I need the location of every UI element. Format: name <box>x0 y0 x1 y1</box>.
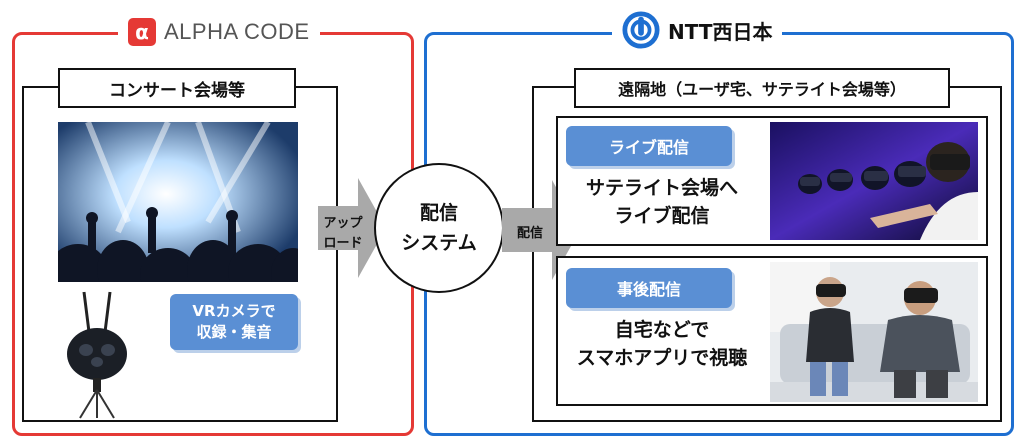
satellite-venue-vr-photo <box>770 122 978 240</box>
system-line-1: 配信 <box>419 202 458 224</box>
ntt-west-logo: NTT西日本 <box>612 8 783 52</box>
on-demand-delivery-description: 自宅などで スマホアプリで視聴 <box>558 316 766 372</box>
concert-photo <box>58 122 298 282</box>
vr-recording-line-2: 収録・集音 <box>196 323 272 341</box>
ntt-mark-icon <box>622 11 660 49</box>
home-vr-photo <box>770 262 978 402</box>
alpha-code-wordmark: ALPHA CODE <box>164 19 310 44</box>
upload-arrow-label: アップ ロード <box>320 214 366 254</box>
ntt-west-wordmark: NTT西日本 <box>668 19 773 44</box>
concert-venue-label: コンサート会場等 <box>58 68 296 108</box>
upload-arrow <box>318 178 386 278</box>
vr-camera-image <box>67 291 127 419</box>
remote-location-label: 遠隔地（ユーザ宅、サテライト会場等） <box>574 68 950 108</box>
live-desc-line-2: ライブ配信 <box>614 205 710 227</box>
after-desc-line-2: スマホアプリで視聴 <box>576 347 748 369</box>
vr-recording-line-1: VRカメラで <box>192 302 276 320</box>
on-demand-delivery-label: 事後配信 <box>566 268 732 308</box>
system-line-2: システム <box>401 232 477 254</box>
alpha-code-icon: α <box>128 18 156 46</box>
delivery-system-node: 配信 システム <box>374 163 504 293</box>
upload-line-1: アップ <box>323 216 363 231</box>
live-delivery-description: サテライト会場へ ライブ配信 <box>566 174 758 230</box>
live-desc-line-1: サテライト会場へ <box>585 177 738 199</box>
upload-line-2: ロード <box>323 236 363 251</box>
delivery-arrow-label: 配信 <box>516 226 543 241</box>
vr-recording-label: VRカメラで 収録・集音 <box>170 294 298 350</box>
live-delivery-label: ライブ配信 <box>566 126 732 166</box>
alpha-code-logo: α ALPHA CODE <box>118 14 320 50</box>
after-desc-line-1: 自宅などで <box>614 319 710 341</box>
